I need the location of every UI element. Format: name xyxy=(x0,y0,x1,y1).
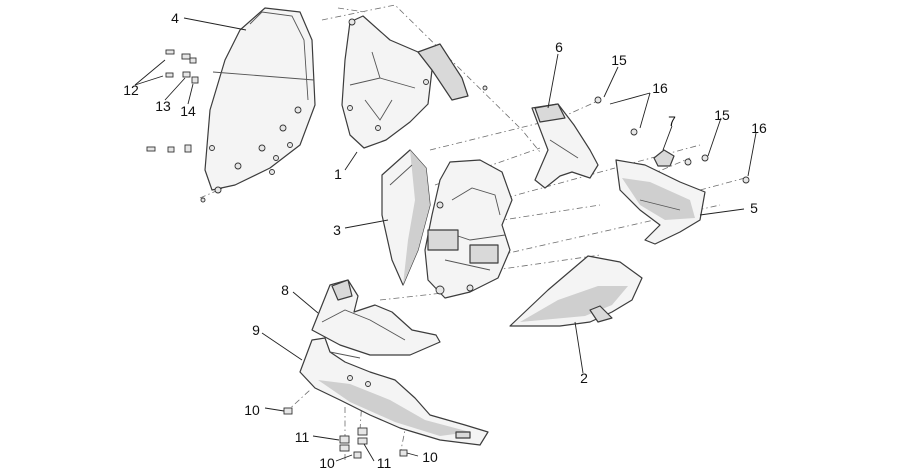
callout-6: 6 xyxy=(555,39,563,55)
part-9-lower-belly-pan xyxy=(299,337,489,446)
part-1-front-fairing xyxy=(341,15,488,149)
part-2-lower-fairing xyxy=(509,255,643,327)
callout-13: 13 xyxy=(155,98,171,114)
callout-10a: 10 xyxy=(244,402,260,418)
callout-2: 2 xyxy=(580,370,588,386)
callout-10b: 10 xyxy=(319,455,335,470)
part-4-windscreen xyxy=(200,7,316,203)
callout-16a: 16 xyxy=(652,80,668,96)
callout-labels: 4 12 13 14 1 3 6 15 16 7 15 16 5 8 9 2 1… xyxy=(123,10,767,470)
callout-15a: 15 xyxy=(611,52,627,68)
callout-4: 4 xyxy=(171,10,179,26)
leader-lines xyxy=(134,17,757,462)
central-frame xyxy=(424,159,513,299)
callout-7: 7 xyxy=(668,113,676,129)
part-5-side-cowling xyxy=(615,159,706,245)
callout-10c: 10 xyxy=(422,449,438,465)
screws-12-13-14 xyxy=(146,49,199,153)
part-6-inner-bracket xyxy=(531,96,638,189)
callout-9: 9 xyxy=(252,322,260,338)
callout-11b: 11 xyxy=(377,455,392,470)
callout-12: 12 xyxy=(123,82,139,98)
callout-11a: 11 xyxy=(295,429,310,445)
callout-16b: 16 xyxy=(751,120,767,136)
part-8-belly-pan xyxy=(311,279,441,356)
part-7-clip xyxy=(653,149,750,184)
callout-15b: 15 xyxy=(714,107,730,123)
callout-8: 8 xyxy=(281,282,289,298)
part-3-side-panel xyxy=(381,149,431,286)
callout-3: 3 xyxy=(333,222,341,238)
callout-5: 5 xyxy=(750,200,758,216)
callout-1: 1 xyxy=(334,166,342,182)
fasteners-10-11 xyxy=(283,407,408,459)
callout-14: 14 xyxy=(180,103,196,119)
